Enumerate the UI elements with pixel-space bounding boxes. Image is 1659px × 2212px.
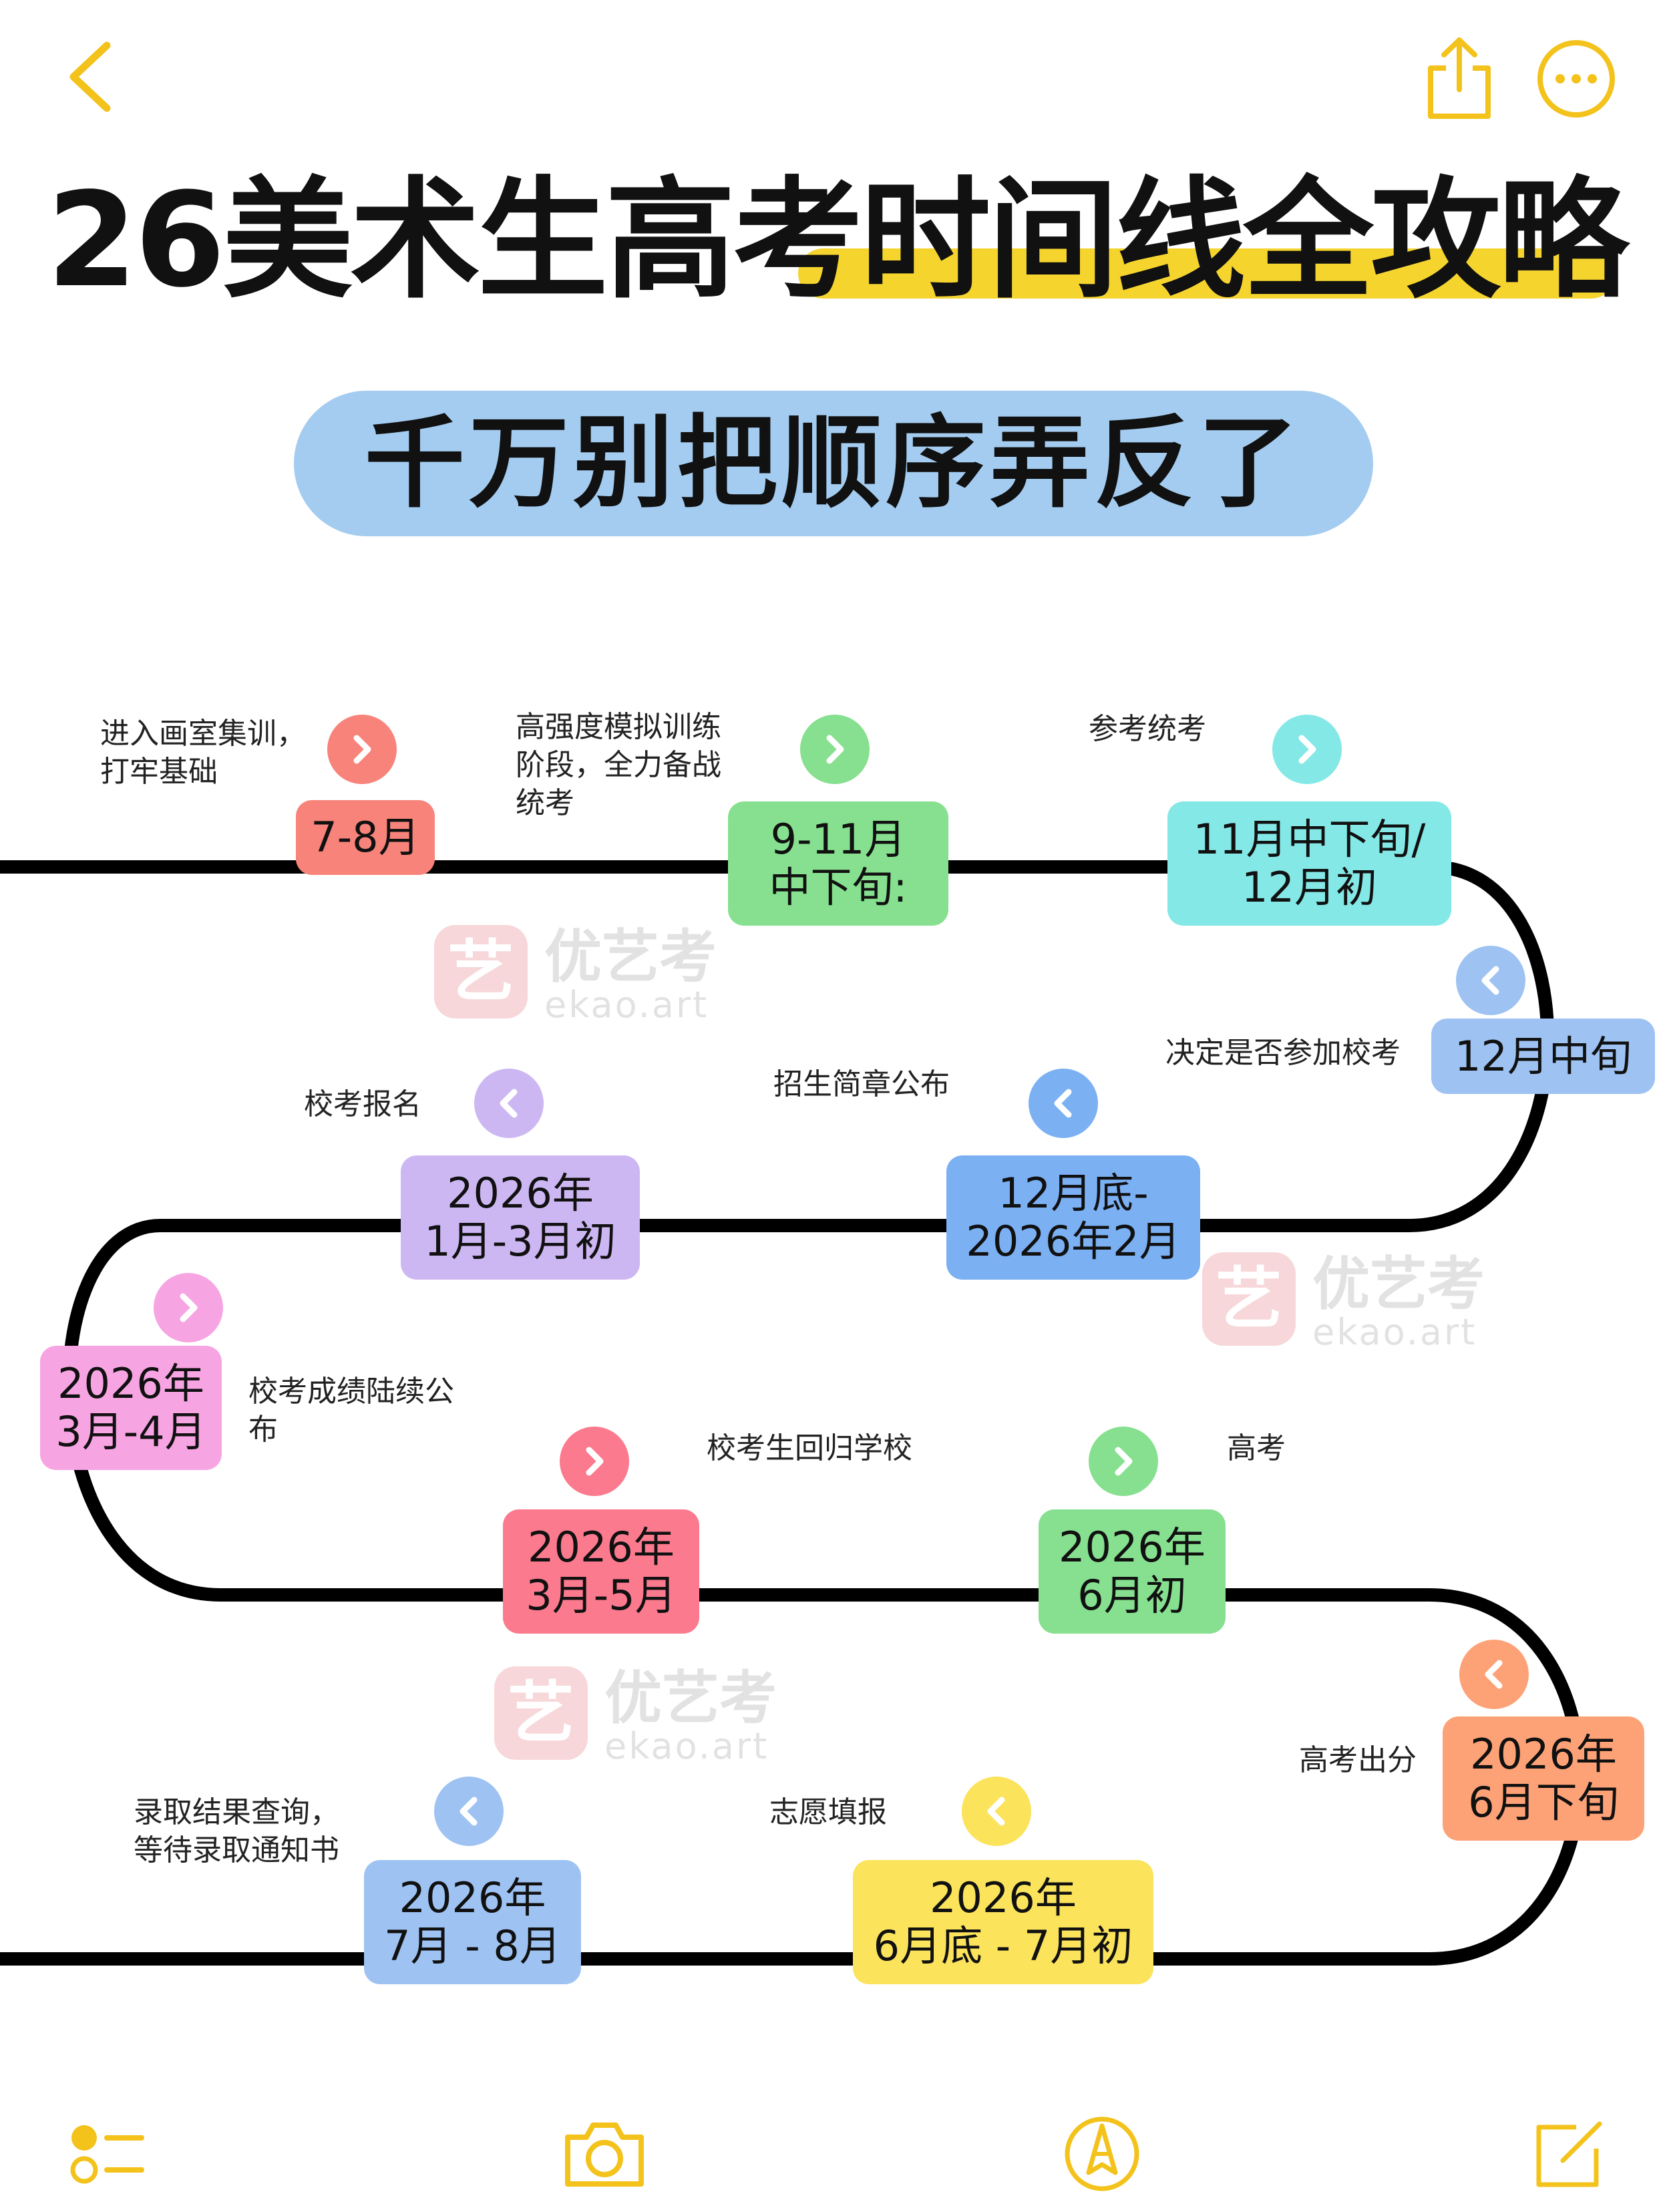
- watermark: 艺 优艺考 ekao.art: [1202, 1252, 1496, 1352]
- subtitle-pill: [294, 391, 1373, 536]
- watermark-logo: 艺: [1202, 1252, 1296, 1346]
- checklist-icon[interactable]: [67, 2121, 147, 2187]
- title-part-2: 时间线全攻略: [860, 164, 1628, 316]
- chevron-left-icon: [434, 1777, 504, 1846]
- watermark-domain: ekao.art: [604, 1725, 769, 1767]
- watermark-domain: ekao.art: [1312, 1311, 1477, 1353]
- timeline-desc: 校考生回归学校: [707, 1431, 912, 1465]
- chevron-right-icon: [800, 715, 870, 784]
- chevron-right-icon: [327, 715, 397, 784]
- timeline-desc: 志愿填报: [769, 1795, 887, 1829]
- timeline-date-box: 9-11月中下旬:: [728, 801, 948, 926]
- watermark: 艺 优艺考 ekao.art: [494, 1666, 788, 1767]
- chevron-left-icon: [474, 1069, 544, 1138]
- chevron-left-icon: [1459, 1640, 1529, 1709]
- more-icon[interactable]: [1536, 39, 1616, 119]
- timeline-desc: 高强度模拟训练阶段，全力备战统考: [516, 710, 721, 820]
- timeline-desc: 高考出分: [1299, 1743, 1417, 1777]
- chevron-left-icon: [1029, 1069, 1098, 1138]
- watermark: 艺 优艺考 ekao.art: [434, 925, 728, 1025]
- timeline-desc: 校考成绩陆续公布: [248, 1374, 454, 1447]
- timeline-date-box: 7-8月: [296, 800, 435, 875]
- pen-icon[interactable]: [1062, 2114, 1142, 2194]
- timeline-date-box: 12月中旬: [1431, 1019, 1655, 1094]
- timeline-desc: 决定是否参加校考: [1165, 1036, 1401, 1070]
- chevron-right-icon: [560, 1427, 629, 1496]
- watermark-name: 优艺考: [604, 1665, 777, 1732]
- timeline-date-box: 11月中下旬/12月初: [1167, 801, 1451, 926]
- timeline-date-box: 12月底-2026年2月: [946, 1155, 1200, 1280]
- watermark-logo: 艺: [434, 925, 528, 1019]
- back-chevron-icon[interactable]: [53, 40, 127, 114]
- chevron-left-icon: [1456, 946, 1525, 1015]
- watermark-name: 优艺考: [1312, 1251, 1485, 1318]
- subtitle: 千万别把顺序弄反了: [364, 405, 1302, 522]
- share-icon[interactable]: [1423, 35, 1496, 122]
- timeline-desc: 高考: [1227, 1431, 1286, 1465]
- page-title: 26美术生高考时间线全攻略: [47, 167, 1636, 314]
- chevron-right-icon: [1272, 715, 1342, 784]
- timeline-desc: 校考报名: [304, 1087, 421, 1121]
- timeline-desc: 录取结果查询，等待录取通知书: [134, 1795, 339, 1867]
- chevron-right-icon: [1089, 1427, 1158, 1496]
- chevron-left-icon: [962, 1777, 1031, 1846]
- camera-icon[interactable]: [561, 2117, 648, 2191]
- watermark-domain: ekao.art: [544, 984, 709, 1026]
- title-part-1: 26美术生高考: [47, 164, 863, 316]
- title-highlight: [798, 248, 1616, 299]
- watermark-logo: 艺: [494, 1666, 588, 1760]
- chevron-right-icon: [154, 1273, 223, 1342]
- timeline-desc: 进入画室集训，打牢基础: [100, 717, 306, 789]
- timeline-desc: 参考统考: [1089, 712, 1206, 746]
- timeline-desc: 招生简章公布: [773, 1067, 950, 1101]
- compose-icon[interactable]: [1529, 2114, 1610, 2194]
- watermark-name: 优艺考: [544, 924, 717, 990]
